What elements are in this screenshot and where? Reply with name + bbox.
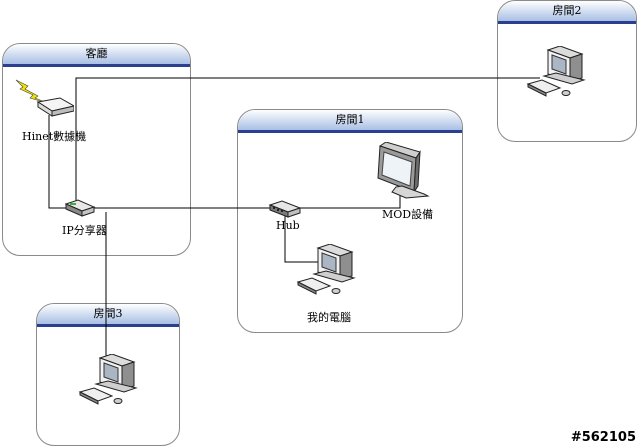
room2-pc-device bbox=[526, 45, 588, 100]
room-living-title: 客廳 bbox=[3, 44, 190, 67]
mod-device bbox=[372, 141, 432, 200]
my-pc-device bbox=[296, 243, 358, 298]
room-1: 房間1 bbox=[237, 109, 463, 333]
room3-pc-device bbox=[78, 353, 140, 408]
cable-hub-mod bbox=[300, 190, 401, 209]
hub-label: Hub bbox=[276, 219, 300, 232]
router-label: IP分享器 bbox=[62, 224, 107, 237]
room-2-title: 房間2 bbox=[498, 1, 636, 24]
computer-icon bbox=[78, 353, 138, 405]
monitor-icon bbox=[377, 141, 430, 199]
cable-modem-router bbox=[48, 115, 68, 209]
computer-icon bbox=[296, 243, 356, 295]
cable-router-room2 bbox=[75, 77, 540, 208]
hub-icon bbox=[268, 200, 302, 218]
hub-device bbox=[268, 200, 302, 218]
room-3-title: 房間3 bbox=[37, 304, 179, 327]
modem-device bbox=[14, 78, 76, 118]
room-1-title: 房間1 bbox=[238, 110, 462, 133]
router-device bbox=[64, 198, 96, 218]
room-3: 房間3 bbox=[36, 303, 180, 446]
cable-hub-mypc bbox=[284, 215, 318, 263]
mod-label: MOD設備 bbox=[382, 208, 434, 221]
watermark: #562105 bbox=[570, 430, 636, 445]
computer-icon bbox=[526, 45, 586, 97]
my-pc-label: 我的電腦 bbox=[307, 311, 351, 324]
modem-label: Hinet數據機 bbox=[22, 130, 87, 143]
router-icon bbox=[64, 199, 96, 217]
